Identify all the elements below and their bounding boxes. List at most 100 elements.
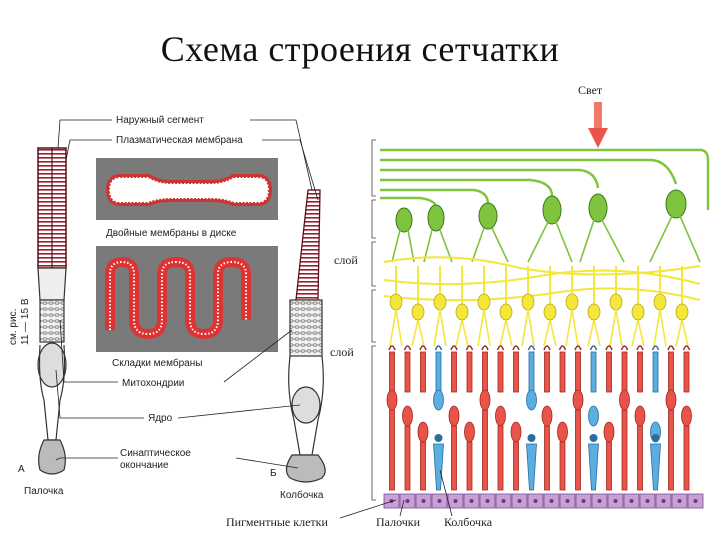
left-diagram: Наружный сегмент Плазматическая мембрана… bbox=[8, 115, 326, 501]
rod-cell-right bbox=[386, 345, 398, 491]
pigment-cell bbox=[399, 493, 416, 509]
pigment-cell bbox=[639, 493, 656, 509]
bipolar-cell bbox=[587, 266, 601, 347]
pigment-cell bbox=[687, 493, 704, 509]
bipolar-cell bbox=[433, 266, 447, 347]
pigment-cell bbox=[607, 493, 624, 509]
pigment-cell bbox=[383, 493, 400, 509]
label-outer-segment: Наружный сегмент bbox=[116, 115, 204, 126]
bipolar-cell bbox=[521, 266, 535, 347]
scale-label-1: см. рис. bbox=[8, 309, 19, 345]
rod-nucleus bbox=[37, 342, 67, 388]
layer-braces bbox=[371, 139, 376, 501]
bipolar-cell bbox=[653, 266, 667, 347]
cone-mitochondria bbox=[289, 299, 323, 357]
bipolar-cell bbox=[499, 266, 513, 347]
bipolar-cell bbox=[631, 266, 645, 347]
double-membrane-panel bbox=[96, 158, 278, 220]
page-title: Схема строения сетчатки bbox=[160, 29, 560, 69]
bipolar-cell bbox=[477, 266, 491, 347]
ganglion-cells bbox=[395, 189, 687, 233]
pigment-cell bbox=[431, 493, 448, 509]
cone-cell-right bbox=[526, 345, 537, 491]
cone-synaptic-ending bbox=[285, 454, 326, 483]
label-pigment-cells: Пигментные клетки bbox=[226, 515, 328, 529]
pigment-cell bbox=[479, 493, 496, 509]
bipolar-cell bbox=[389, 266, 403, 347]
bipolar-cell bbox=[609, 266, 623, 347]
rod-cell bbox=[37, 147, 67, 475]
ganglion-axons bbox=[380, 148, 710, 210]
pigment-cell bbox=[543, 493, 560, 509]
rod-cell-right bbox=[510, 345, 522, 491]
rod-cell-right bbox=[417, 345, 429, 491]
rod-cell-right bbox=[603, 345, 615, 491]
cone-nucleus bbox=[291, 386, 321, 424]
membrane-folds-panel bbox=[96, 246, 278, 352]
bipolar-cell bbox=[565, 266, 579, 347]
rod-cell-right bbox=[541, 345, 553, 491]
label-nucleus: Ядро bbox=[148, 413, 173, 424]
label-plasma-membrane: Плазматическая мембрана bbox=[116, 134, 243, 146]
cone-cell bbox=[285, 189, 326, 483]
pigment-cell bbox=[463, 493, 480, 509]
leader-lines bbox=[55, 119, 319, 469]
pigment-cell bbox=[415, 493, 432, 509]
rod-synaptic-ending bbox=[38, 439, 66, 475]
pigment-cell bbox=[591, 493, 608, 509]
cone-cell-right bbox=[650, 345, 661, 491]
rod-cell-right bbox=[665, 345, 677, 491]
layer-label-1: слой bbox=[334, 253, 358, 267]
bottom-leaders bbox=[339, 469, 453, 519]
rod-cell-right bbox=[448, 345, 460, 491]
rod-cilium bbox=[37, 267, 67, 301]
light-arrow bbox=[588, 102, 608, 148]
rod-cell-right bbox=[681, 345, 692, 491]
label-synaptic-ending-2: окончание bbox=[120, 460, 169, 471]
pigment-layer bbox=[383, 493, 704, 509]
rod-cell-right bbox=[634, 345, 646, 491]
bipolar-cell bbox=[455, 266, 469, 347]
inner-plexiform bbox=[383, 256, 701, 302]
cone-cell-right bbox=[588, 345, 599, 491]
light-label: Свет bbox=[578, 83, 603, 97]
bipolar-cells bbox=[389, 266, 689, 347]
pigment-cell bbox=[447, 493, 464, 509]
label-rod: Палочка bbox=[24, 486, 64, 497]
cone-outer-segment bbox=[295, 189, 321, 301]
letter-a: А bbox=[18, 464, 25, 475]
label-mitochondria: Митохондрии bbox=[122, 378, 184, 389]
pigment-cell bbox=[575, 493, 592, 509]
rod-cell-right bbox=[495, 345, 506, 491]
pigment-cell bbox=[655, 493, 672, 509]
label-synaptic-ending-1: Синаптическое bbox=[120, 448, 191, 459]
label-cone-right: Колбочка bbox=[444, 515, 493, 529]
label-double-membranes: Двойные мембраны в диске bbox=[106, 227, 237, 239]
rod-cell-right bbox=[464, 345, 475, 491]
rod-cell-right bbox=[479, 345, 491, 491]
rod-cell-right bbox=[619, 345, 630, 491]
label-cone: Колбочка bbox=[280, 489, 324, 501]
pigment-cell bbox=[559, 493, 576, 509]
pigment-cell bbox=[527, 493, 544, 509]
cone-cell-right bbox=[433, 345, 444, 491]
label-rods: Палочки bbox=[376, 515, 421, 529]
pigment-cell bbox=[623, 493, 640, 509]
rod-cell-right bbox=[402, 345, 413, 491]
pigment-cell bbox=[495, 493, 512, 509]
bipolar-cell bbox=[543, 266, 557, 347]
photoreceptors bbox=[386, 345, 692, 491]
rod-cell-right bbox=[572, 345, 584, 491]
scale-label-2: 11 — 15 В bbox=[20, 298, 31, 345]
bipolar-cell bbox=[675, 266, 689, 347]
right-diagram: слой слой Свет bbox=[226, 83, 710, 529]
label-membrane-folds: Складки мембраны bbox=[112, 357, 202, 369]
ganglion-dendrites bbox=[391, 215, 701, 263]
layer-label-2: слой bbox=[330, 345, 354, 359]
pigment-cell bbox=[671, 493, 688, 509]
pigment-cell bbox=[511, 493, 528, 509]
letter-b: Б bbox=[270, 468, 277, 479]
rod-cell-right bbox=[557, 345, 568, 491]
bipolar-cell bbox=[411, 266, 425, 347]
